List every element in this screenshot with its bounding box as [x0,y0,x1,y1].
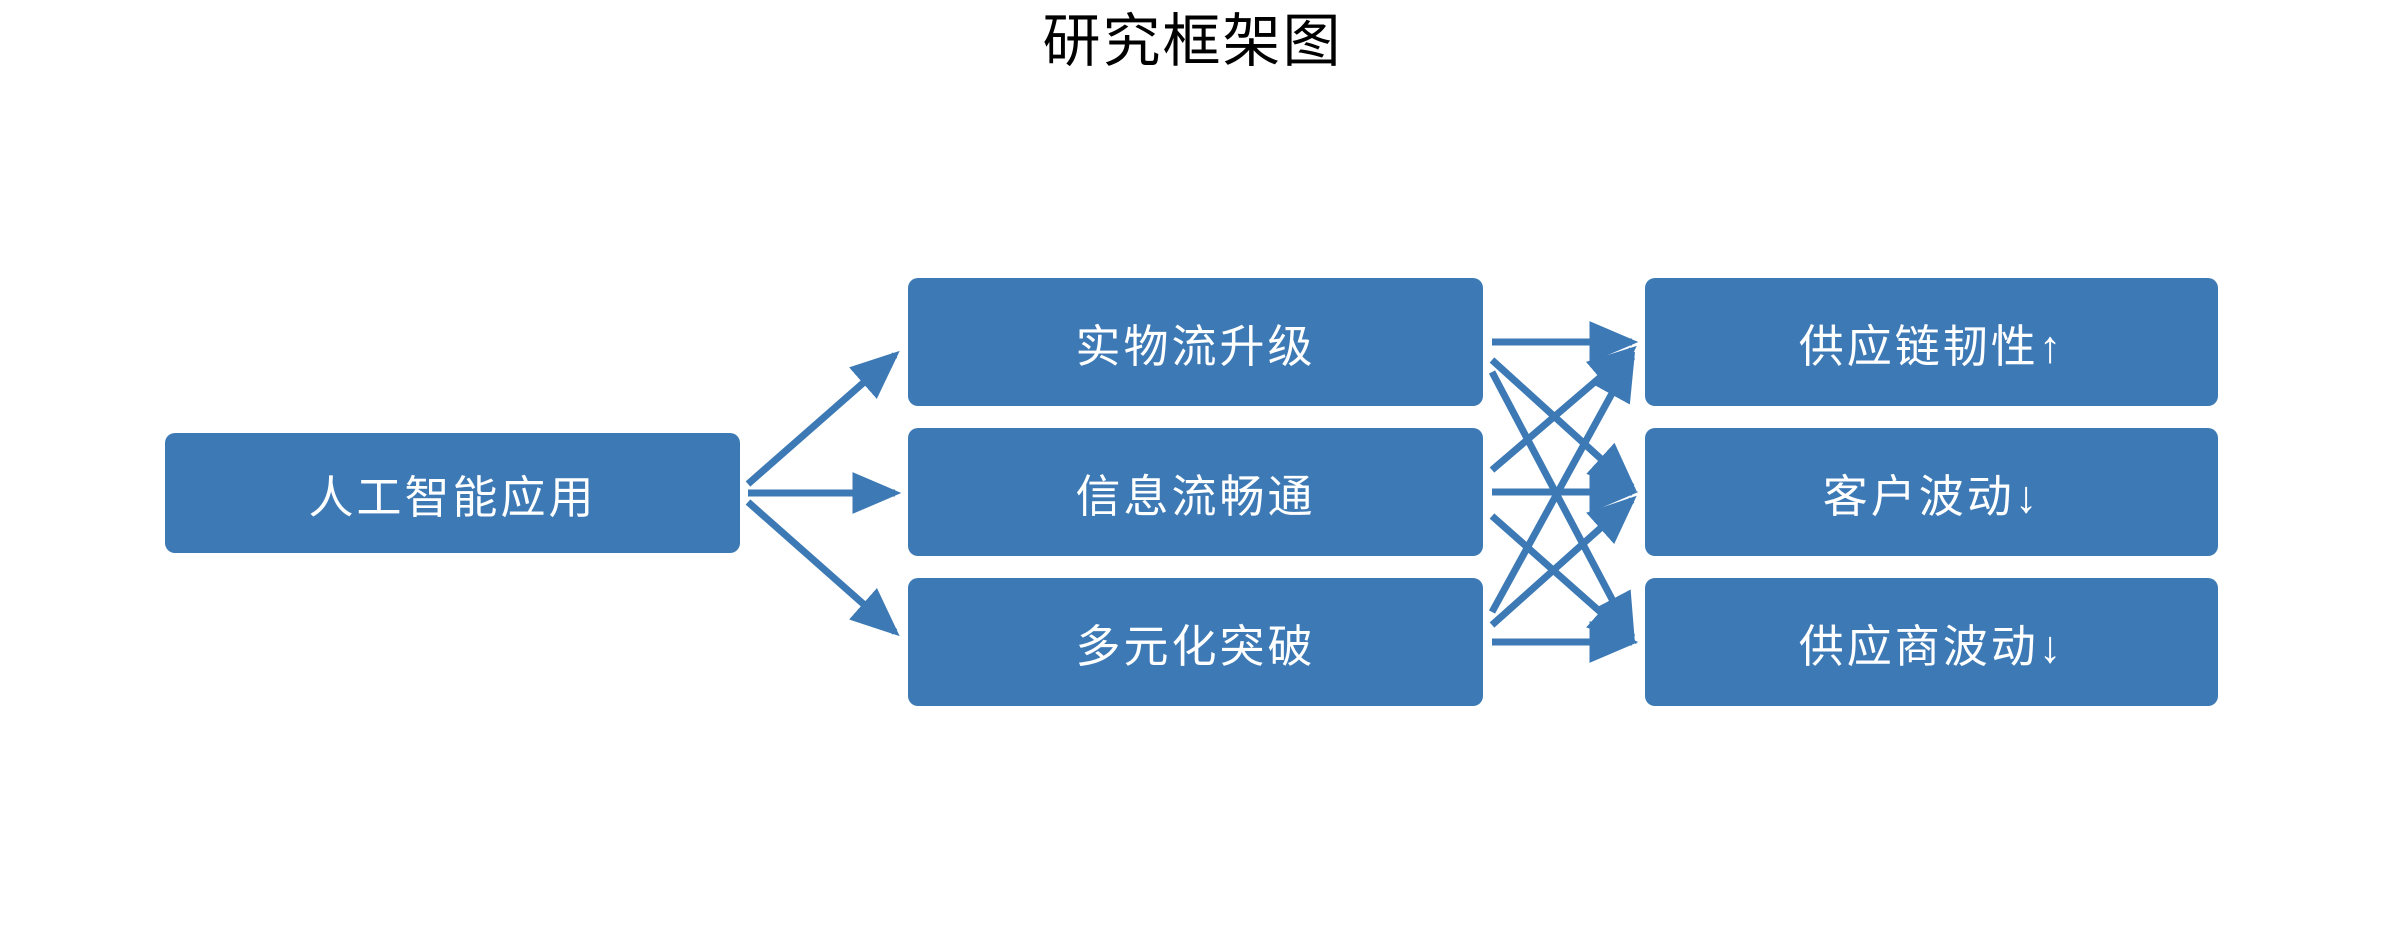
edge-m3-r2 [1489,495,1637,628]
edge-n0-m3 [745,499,900,637]
node-physical-flow-upgrade[interactable]: 实物流升级 [908,278,1483,406]
node-supplier-fluctuation[interactable]: 供应商波动↓ [1645,578,2218,706]
page-title: 研究框架图 [1042,9,1343,74]
edge-m2-r3 [1489,513,1637,645]
node-diversification-breakthrough[interactable]: 多元化突破 [908,578,1483,706]
edge-n0-m1 [745,350,900,487]
edge-m3-r1 [1488,351,1636,614]
node-customer-fluctuation[interactable]: 客户波动↓ [1645,428,2218,556]
edge-m1-r2 [1489,357,1637,492]
node-information-flow-smooth[interactable]: 信息流畅通 [908,428,1483,556]
node-supply-chain-resilience[interactable]: 供应链韧性↑ [1645,278,2218,406]
edge-m1-r3 [1488,370,1636,643]
node-ai-application[interactable]: 人工智能应用 [165,433,740,553]
